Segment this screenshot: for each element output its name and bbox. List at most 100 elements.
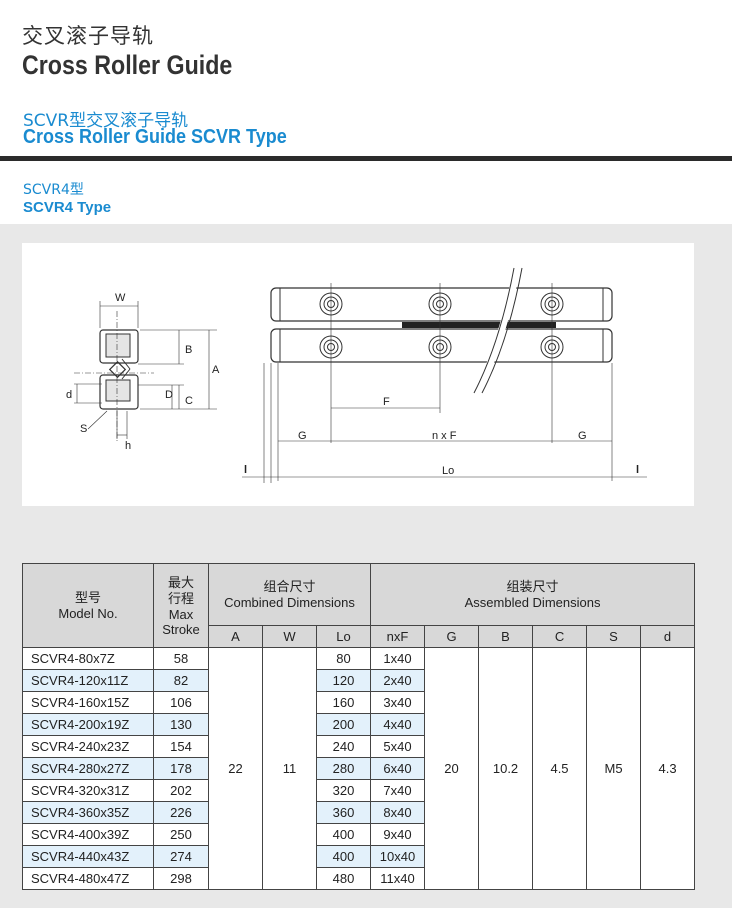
cell-lo: 400 — [315, 845, 372, 868]
page-title-zh: 交叉滚子导轨 — [22, 24, 154, 48]
header-g: G — [424, 625, 480, 648]
label-d-upper: D — [165, 389, 173, 401]
label-g-left: G — [298, 430, 307, 442]
header-nxf: nxF — [370, 625, 426, 648]
cell-model: SCVR4-160x15Z — [22, 691, 154, 714]
cell-nxf: 3x40 — [370, 691, 426, 714]
cell-lo: 360 — [315, 801, 372, 824]
cell-nxf: 1x40 — [370, 647, 426, 670]
table-row: SCVR4-440x43Z 274 400 10x40 — [22, 845, 695, 868]
label-g-right: G — [578, 430, 587, 442]
section-title-en: Cross Roller Guide SCVR Type — [23, 126, 287, 148]
section-divider — [0, 156, 732, 161]
cell-model: SCVR4-440x43Z — [22, 845, 154, 868]
table-row: SCVR4-280x27Z 178 280 6x40 — [22, 757, 695, 780]
cell-nxf: 11x40 — [370, 867, 426, 890]
table-row: SCVR4-360x35Z 226 360 8x40 — [22, 801, 695, 824]
cell-stroke: 250 — [153, 823, 209, 846]
header-s: S — [586, 625, 642, 648]
table-row: SCVR4-400x39Z 250 400 9x40 — [22, 823, 695, 846]
cell-lo: 320 — [315, 779, 372, 802]
cell-model: SCVR4-400x39Z — [22, 823, 154, 846]
cell-model: SCVR4-360x35Z — [22, 801, 154, 824]
cell-lo: 120 — [315, 669, 372, 692]
cell-stroke: 298 — [153, 867, 209, 890]
cell-lo: 240 — [315, 735, 372, 758]
cell-stroke: 58 — [153, 647, 209, 670]
table-row: SCVR4-80x7Z 58 22 11 80 1x40 20 10.2 4.5… — [22, 647, 696, 890]
cell-nxf: 7x40 — [370, 779, 426, 802]
header-lo: Lo — [315, 625, 372, 648]
cell-w: 11 — [262, 647, 317, 890]
label-lo: Lo — [442, 465, 454, 477]
header-b: B — [478, 625, 534, 648]
drawing-svg: W B A C D d S h — [66, 267, 647, 483]
cell-stroke: 130 — [153, 713, 209, 736]
cell-stroke: 202 — [153, 779, 209, 802]
cell-nxf: 10x40 — [370, 845, 426, 868]
cell-model: SCVR4-320x31Z — [22, 779, 154, 802]
header-c: C — [532, 625, 588, 648]
label-l-left: l — [244, 464, 247, 476]
cell-stroke: 274 — [153, 845, 209, 868]
label-b: B — [185, 344, 192, 356]
table-row: SCVR4-200x19Z 130 200 4x40 — [22, 713, 695, 736]
cell-lo: 80 — [315, 647, 372, 670]
cell-a: 22 — [208, 647, 263, 890]
page-title-en: Cross Roller Guide — [22, 50, 233, 80]
cell-stroke: 178 — [153, 757, 209, 780]
label-f: F — [383, 396, 390, 408]
cell-model: SCVR4-80x7Z — [22, 647, 154, 670]
cell-stroke: 82 — [153, 669, 209, 692]
cell-lo: 400 — [315, 823, 372, 846]
cross-section-view — [74, 301, 217, 441]
cell-nxf: 4x40 — [370, 713, 426, 736]
cell-g: 20 — [424, 647, 480, 890]
subsection-title-en: SCVR4 Type — [23, 199, 112, 216]
cell-nxf: 9x40 — [370, 823, 426, 846]
table-row: SCVR4-120x11Z 82 120 2x40 — [22, 669, 695, 692]
label-d-lower: d — [66, 389, 72, 401]
header-a: A — [208, 625, 263, 648]
cell-stroke: 154 — [153, 735, 209, 758]
technical-drawing: W B A C D d S h — [22, 243, 694, 506]
cell-model: SCVR4-200x19Z — [22, 713, 154, 736]
cell-b: 10.2 — [478, 647, 534, 890]
cell-model: SCVR4-120x11Z — [22, 669, 154, 692]
cell-model: SCVR4-280x27Z — [22, 757, 154, 780]
cell-lo: 160 — [315, 691, 372, 714]
cell-lo: 200 — [315, 713, 372, 736]
header-w: W — [262, 625, 317, 648]
table-row: SCVR4-320x31Z 202 320 7x40 — [22, 779, 695, 802]
cell-stroke: 226 — [153, 801, 209, 824]
cell-stroke: 106 — [153, 691, 209, 714]
cell-nxf: 5x40 — [370, 735, 426, 758]
cell-model: SCVR4-240x23Z — [22, 735, 154, 758]
label-w: W — [115, 292, 126, 304]
cell-d: 4.3 — [640, 647, 696, 890]
rail-top-view — [242, 267, 647, 483]
cell-nxf: 2x40 — [370, 669, 426, 692]
header-d: d — [640, 625, 696, 648]
label-nxf: n x F — [432, 430, 457, 442]
cell-lo: 280 — [315, 757, 372, 780]
label-c: C — [185, 395, 193, 407]
cell-model: SCVR4-480x47Z — [22, 867, 154, 890]
table-row: SCVR4-160x15Z 106 160 3x40 — [22, 691, 695, 714]
table-row: SCVR4-480x47Z 298 480 11x40 — [22, 867, 695, 890]
label-a: A — [212, 364, 220, 376]
label-h: h — [125, 440, 131, 452]
subsection-title-zh: SCVR4型 — [23, 182, 84, 198]
cell-lo: 480 — [315, 867, 372, 890]
cell-c: 4.5 — [532, 647, 588, 890]
label-s: S — [80, 423, 87, 435]
cell-nxf: 6x40 — [370, 757, 426, 780]
cell-s: M5 — [586, 647, 642, 890]
cell-nxf: 8x40 — [370, 801, 426, 824]
